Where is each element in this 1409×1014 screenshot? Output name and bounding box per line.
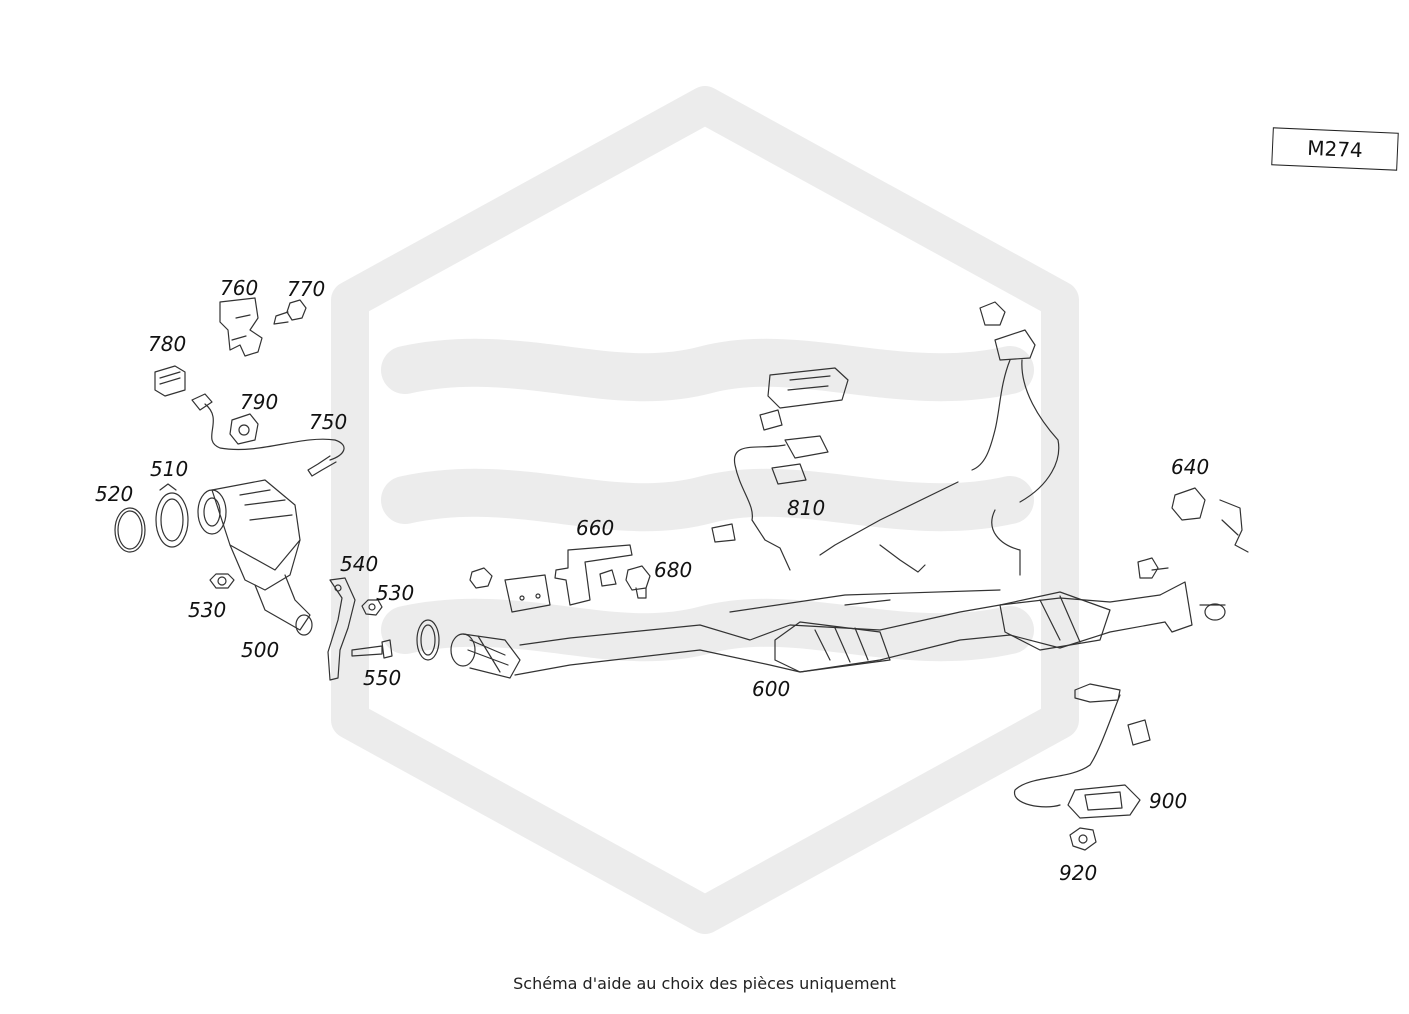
part-label-520[interactable]: 520 bbox=[95, 482, 134, 506]
part-label-540[interactable]: 540 bbox=[340, 552, 379, 576]
pipe-clamp[interactable] bbox=[416, 619, 440, 661]
part-label-680[interactable]: 680 bbox=[654, 558, 693, 582]
mount-640[interactable] bbox=[1171, 487, 1249, 553]
gasket-ring-520[interactable] bbox=[114, 507, 146, 553]
part-label-600[interactable]: 600 bbox=[752, 677, 791, 701]
part-label-900[interactable]: 900 bbox=[1149, 789, 1188, 813]
bracket-760[interactable] bbox=[219, 297, 263, 357]
part-label-500[interactable]: 500 bbox=[241, 638, 280, 662]
part-label-770[interactable]: 770 bbox=[287, 277, 326, 301]
bracket-540[interactable] bbox=[327, 577, 356, 681]
part-label-920[interactable]: 920 bbox=[1059, 861, 1098, 885]
diagram-caption: Schéma d'aide au choix des pièces unique… bbox=[513, 974, 896, 993]
part-label-550[interactable]: 550 bbox=[363, 666, 402, 690]
bolt-680[interactable] bbox=[625, 565, 651, 599]
nut-530-left[interactable] bbox=[209, 573, 235, 589]
bolt-770[interactable] bbox=[273, 299, 307, 325]
bolt-rear[interactable] bbox=[1137, 557, 1169, 579]
part-label-530-left[interactable]: 530 bbox=[188, 598, 227, 622]
watermark-logo bbox=[331, 86, 1079, 934]
part-label-760[interactable]: 760 bbox=[220, 276, 259, 300]
sensor-810[interactable] bbox=[711, 367, 849, 571]
part-label-750[interactable]: 750 bbox=[309, 410, 348, 434]
exhaust-pipe-600[interactable] bbox=[450, 581, 1193, 679]
lambda-sensor-750[interactable] bbox=[191, 393, 345, 477]
bolt-550[interactable] bbox=[351, 639, 393, 659]
nut-530-center[interactable] bbox=[361, 599, 383, 616]
nox-sensor-900[interactable] bbox=[1014, 683, 1151, 819]
part-label-780[interactable]: 780 bbox=[148, 332, 187, 356]
clip-780[interactable] bbox=[154, 365, 186, 397]
bracket-660[interactable] bbox=[469, 544, 633, 613]
nut-920[interactable] bbox=[1069, 827, 1097, 851]
rear-clamp[interactable] bbox=[1199, 603, 1226, 621]
part-label-510[interactable]: 510 bbox=[150, 457, 189, 481]
catalytic-converter-500[interactable] bbox=[197, 479, 313, 636]
part-label-640[interactable]: 640 bbox=[1171, 455, 1210, 479]
connector-790[interactable] bbox=[229, 413, 259, 445]
engine-code: M274 bbox=[1306, 135, 1364, 163]
engine-code-box: M274 bbox=[1271, 127, 1399, 171]
v-clamp-510[interactable] bbox=[155, 483, 189, 548]
part-label-530-center[interactable]: 530 bbox=[376, 581, 415, 605]
part-label-810[interactable]: 810 bbox=[787, 496, 826, 520]
part-label-790[interactable]: 790 bbox=[240, 390, 279, 414]
part-label-660[interactable]: 660 bbox=[576, 516, 615, 540]
pressure-lines[interactable] bbox=[819, 301, 1060, 576]
